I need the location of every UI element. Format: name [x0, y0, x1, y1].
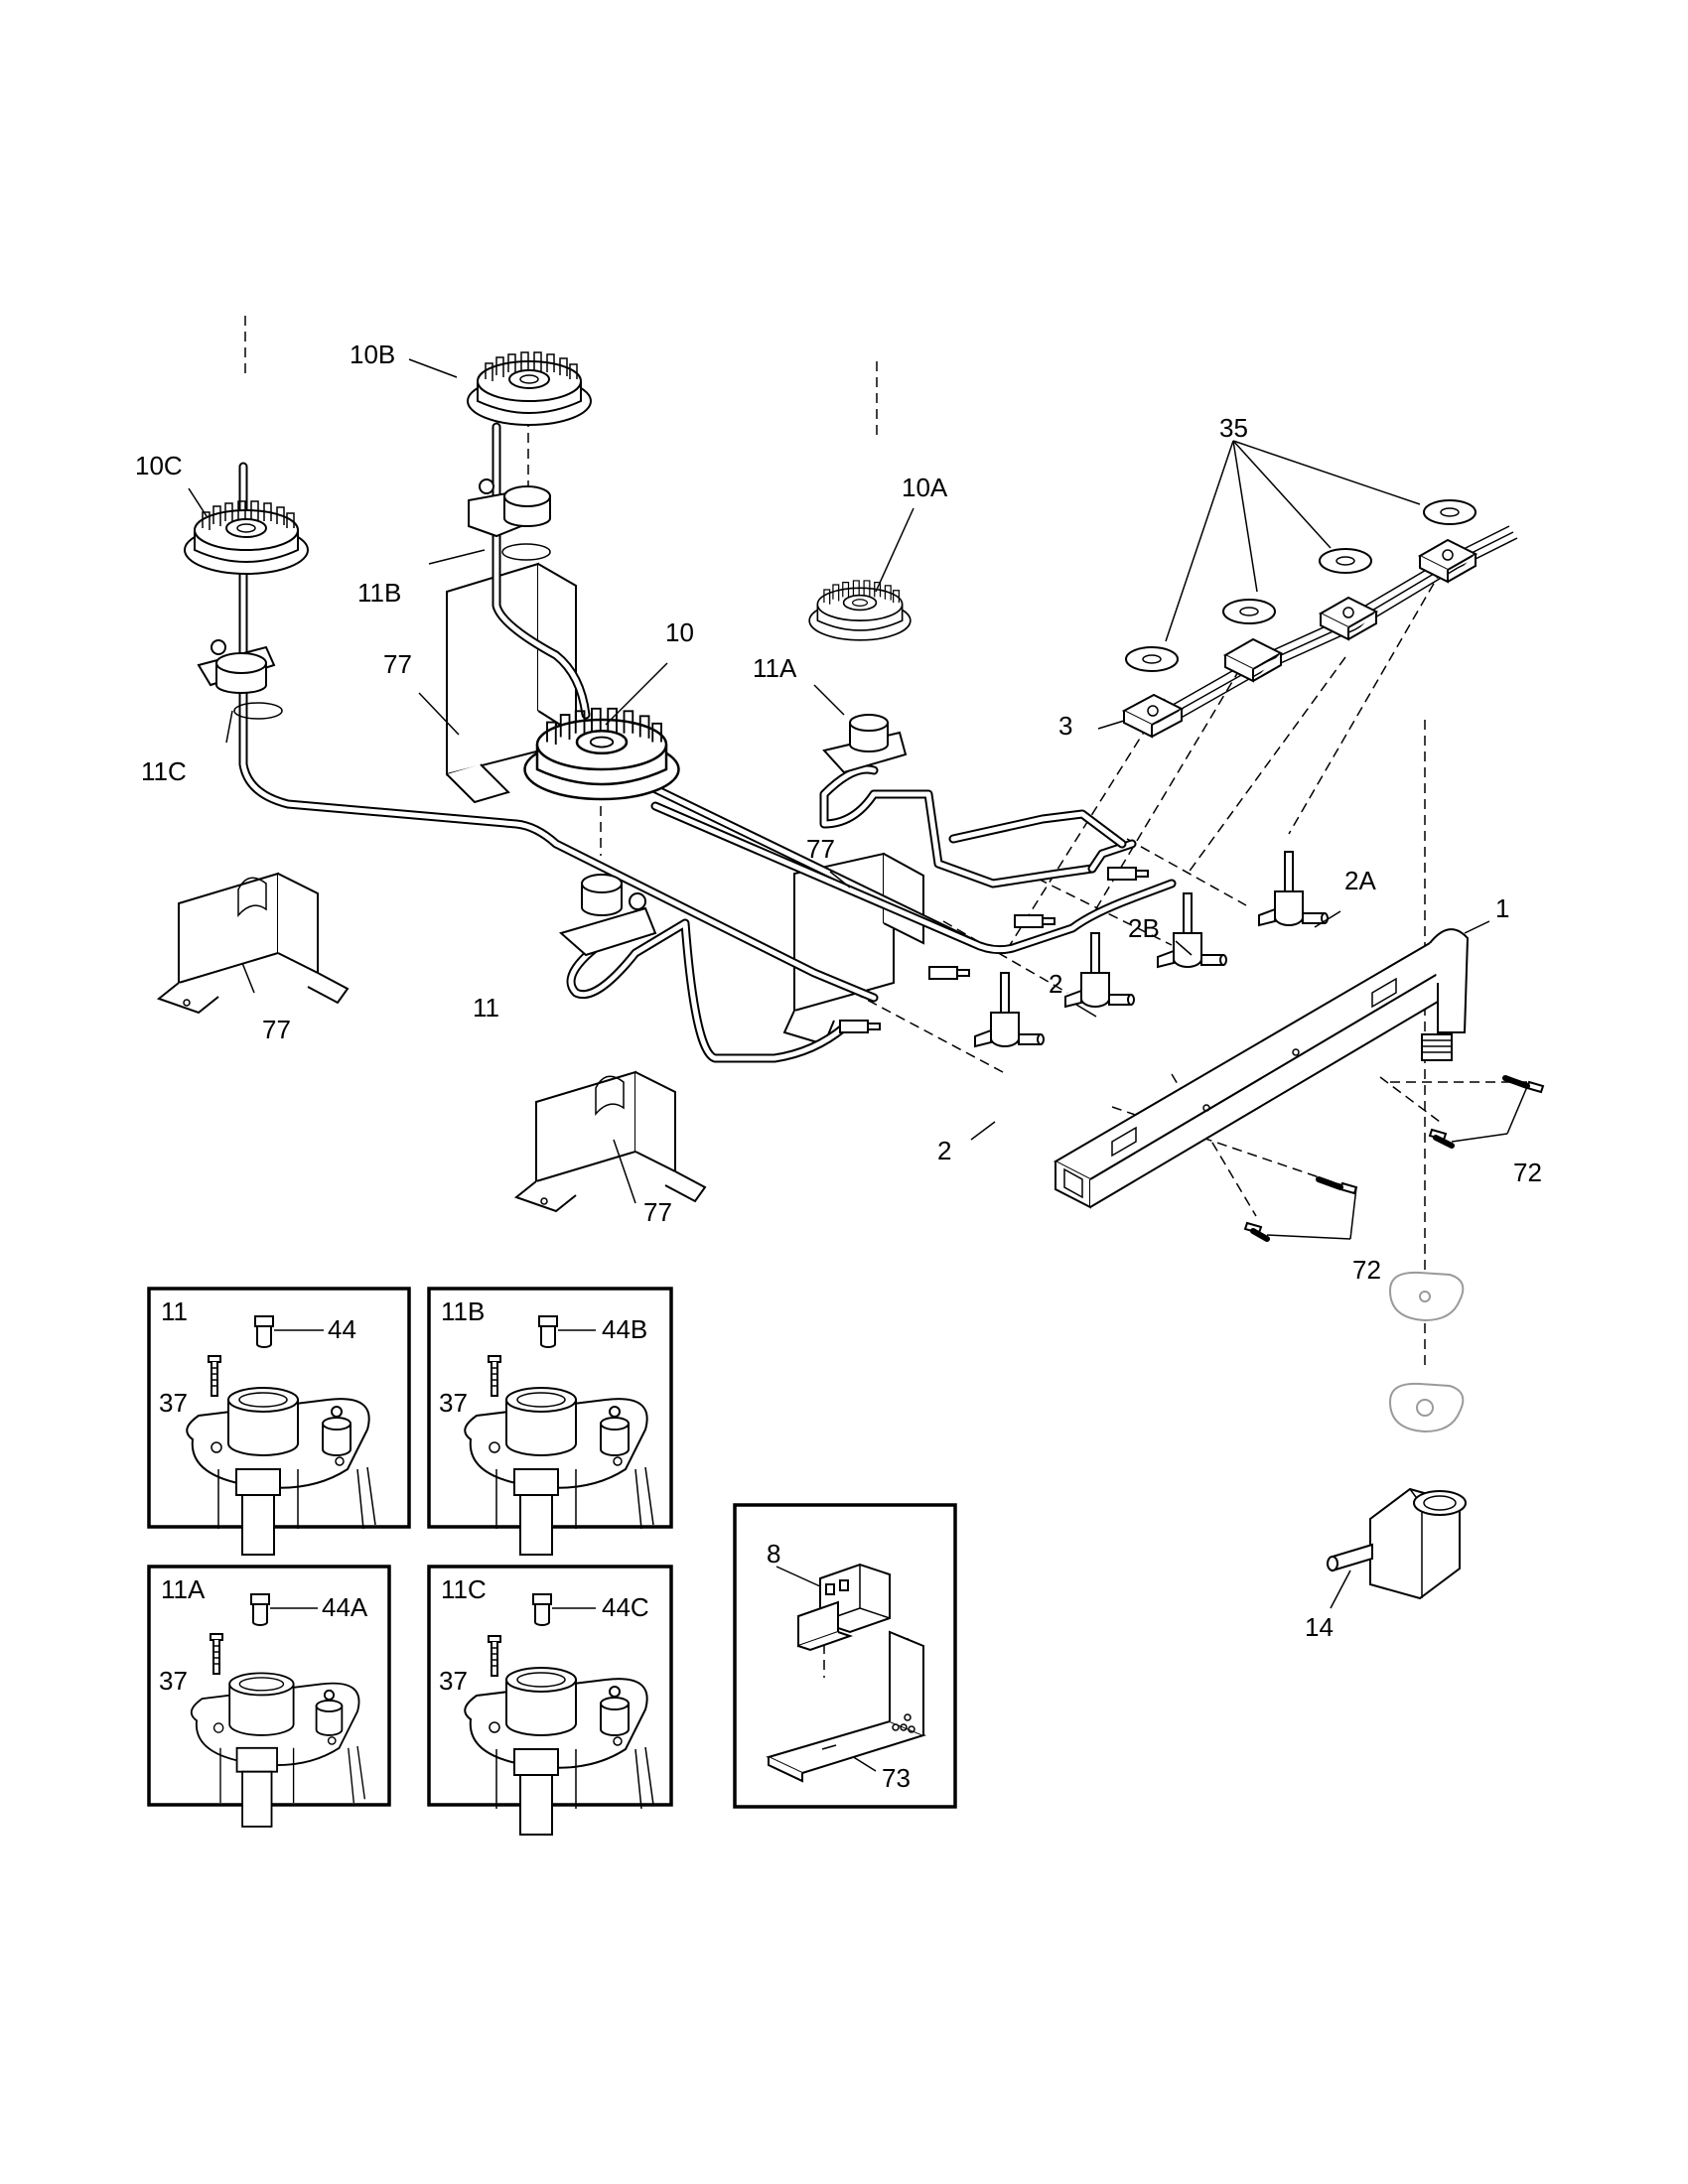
inset-11b-screw-label: 37 [439, 1388, 468, 1418]
label-11c: 11C [141, 756, 187, 786]
valve-2b [1157, 892, 1227, 968]
burner-valve-11b-body [468, 478, 551, 561]
burner-head-10a [808, 580, 912, 641]
inset-11b: 11B 44B 37 [427, 1287, 673, 1556]
label-35: 35 [1219, 413, 1248, 443]
gas-tubes [238, 422, 1177, 1063]
inset-11-title: 11 [161, 1297, 188, 1326]
screw-72-a [1502, 1075, 1545, 1094]
inset-11c: 11C 44C 37 [427, 1565, 673, 1836]
inset-11a-orifice-label: 44A [322, 1592, 368, 1622]
inset-11a: 11A 44A 37 [147, 1565, 391, 1828]
bracket-center [782, 852, 924, 1046]
screw-72-d [1243, 1221, 1270, 1242]
inset-11c-screw-label: 37 [439, 1666, 468, 1696]
inset-11: 11 44 37 [147, 1287, 411, 1556]
label-1: 1 [1495, 893, 1509, 923]
orifice-fitting-4 [1107, 867, 1149, 881]
pressure-regulator [1327, 1487, 1467, 1600]
label-2-lower: 2 [937, 1136, 951, 1165]
inset-11c-orifice-label: 44C [602, 1592, 649, 1622]
inset-11a-title: 11A [161, 1574, 206, 1604]
label-14: 14 [1305, 1612, 1334, 1642]
label-73: 73 [882, 1763, 911, 1793]
label-8: 8 [767, 1539, 780, 1569]
orifice-fitting-2 [928, 966, 970, 980]
label-72-right: 72 [1513, 1158, 1542, 1187]
mounting-bracket-73 [766, 1630, 926, 1783]
igniter-harness [1121, 499, 1518, 739]
orifice-fitting-1 [839, 1020, 881, 1033]
inset-11c-title: 11C [441, 1574, 487, 1604]
manifold [1053, 928, 1470, 1209]
label-10b: 10B [350, 340, 395, 369]
label-77-upper-left: 77 [383, 649, 412, 679]
valve-2-lower [974, 972, 1045, 1047]
label-77-loose-lower: 77 [643, 1197, 672, 1227]
inset-11b-orifice-label: 44B [602, 1314, 647, 1344]
inset-11a-screw-label: 37 [159, 1666, 188, 1696]
burner-head-10b [467, 351, 592, 426]
label-2a: 2A [1344, 866, 1376, 895]
label-11b: 11B [357, 578, 401, 608]
burner-head-10 [523, 707, 680, 801]
label-2-upper: 2 [1049, 969, 1062, 999]
inset-11-screw-label: 37 [159, 1388, 188, 1418]
inset-spark-module: 8 73 [733, 1503, 957, 1809]
label-10c: 10C [135, 451, 183, 480]
label-72-left: 72 [1352, 1255, 1381, 1285]
inset-11b-title: 11B [441, 1297, 485, 1326]
inset-11-orifice-label: 44 [328, 1314, 356, 1344]
burner-valve-11-body [558, 874, 657, 957]
label-10: 10 [665, 617, 694, 647]
label-11: 11 [473, 993, 499, 1023]
valve-2a [1258, 851, 1329, 926]
bracket-loose-lower [515, 1071, 706, 1212]
screw-72-b [1428, 1128, 1455, 1149]
spark-module-8 [797, 1563, 891, 1652]
burner-valve-11a-body [822, 714, 908, 774]
bracket-upper-left [446, 562, 577, 804]
valve-2-upper [1064, 932, 1135, 1008]
gasket-upper [1388, 1271, 1465, 1322]
label-77-loose-upper: 77 [262, 1015, 291, 1044]
screw-72-c [1316, 1176, 1358, 1195]
callout-labels: 10B 10C 11B 11C 77 10 10A 11A 35 3 77 77… [135, 340, 1542, 1642]
label-11a: 11A [753, 653, 797, 683]
label-77-center: 77 [806, 834, 835, 864]
leader-lines [188, 358, 1530, 1609]
label-2b: 2B [1128, 913, 1160, 943]
label-3: 3 [1058, 711, 1072, 741]
gasket-lower [1388, 1382, 1465, 1433]
orifice-fitting-3 [1014, 914, 1055, 928]
burner-valve-11c-body [197, 639, 283, 720]
label-10a: 10A [902, 473, 948, 502]
